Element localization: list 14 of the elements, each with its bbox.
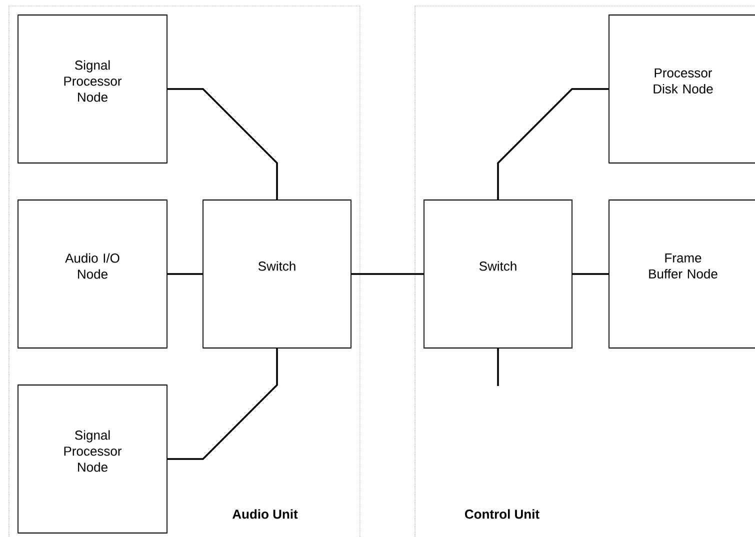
connector-line — [497, 88, 609, 200]
node-box: Audio I/O Node — [18, 200, 168, 348]
node-box: Processor Disk Node — [608, 14, 755, 164]
node-box: Frame Buffer Node — [608, 200, 755, 348]
connector-line — [572, 273, 609, 275]
node-box: Switch — [202, 200, 352, 348]
connector-line — [167, 273, 203, 275]
node-box: Switch — [424, 200, 572, 348]
node-box: Signal Processor Node — [18, 384, 168, 534]
node-box: Signal Processor Node — [18, 14, 168, 164]
connector-line — [167, 348, 278, 460]
connector-line — [167, 88, 278, 200]
connector-line — [351, 273, 424, 275]
connector-line — [497, 348, 499, 386]
